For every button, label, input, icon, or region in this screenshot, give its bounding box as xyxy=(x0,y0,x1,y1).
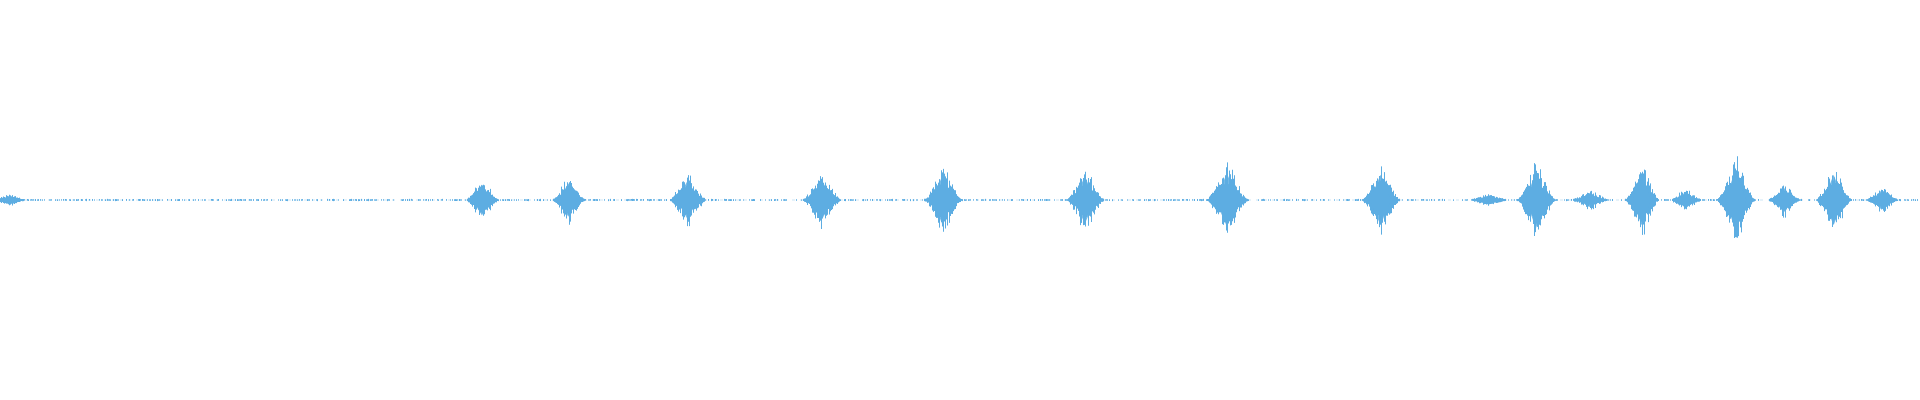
waveform-burst-13 xyxy=(1632,174,1652,226)
waveform-burst-14 xyxy=(1676,191,1696,209)
waveform-burst-6 xyxy=(932,174,954,226)
waveform-burst-17 xyxy=(1823,174,1844,226)
waveform-burst-2 xyxy=(472,184,492,216)
waveform-burst-15 xyxy=(1725,169,1747,231)
waveform-burst-12 xyxy=(1578,193,1602,207)
waveform-burst-1 xyxy=(0,195,21,205)
waveform-path xyxy=(0,156,1918,238)
waveform-burst-4 xyxy=(676,181,698,219)
waveform-burst-3 xyxy=(558,183,578,217)
waveform-burst-8 xyxy=(1215,173,1239,227)
waveform-burst-18 xyxy=(1872,190,1892,210)
waveform-burst-10 xyxy=(1474,195,1502,205)
waveform-burst-7 xyxy=(1074,176,1096,224)
waveform-burst-16 xyxy=(1774,187,1794,213)
waveform-burst-9 xyxy=(1369,174,1391,226)
waveform-burst-11 xyxy=(1525,172,1547,228)
waveform-burst-5 xyxy=(810,180,833,220)
waveform-samples xyxy=(0,156,1920,238)
